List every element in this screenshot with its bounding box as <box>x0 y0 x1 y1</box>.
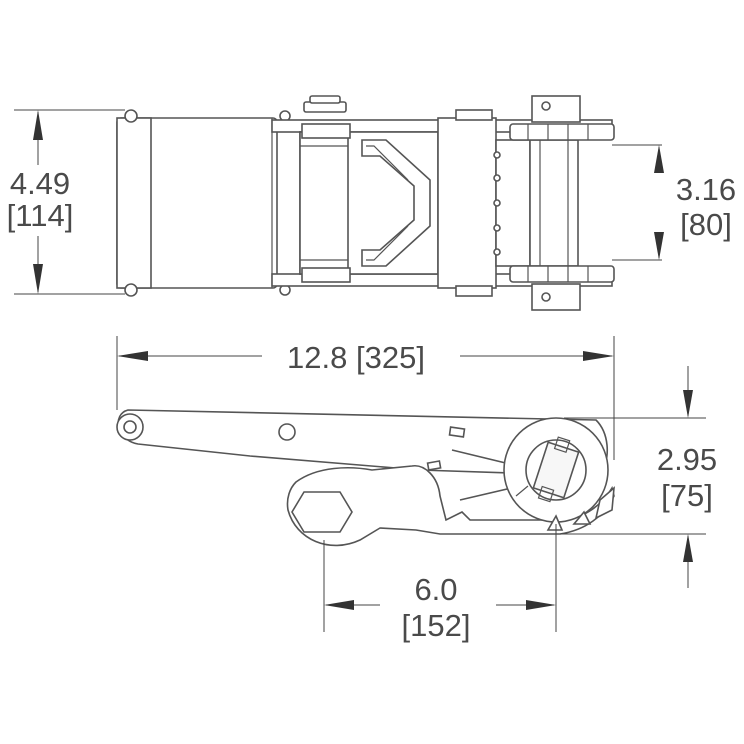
pin-spacing-metric: [152] <box>402 608 471 643</box>
frame-plate-right <box>437 117 497 289</box>
top-view <box>14 95 664 311</box>
release-lever-v <box>361 139 431 267</box>
overall-height-value: 4.49 <box>10 166 70 201</box>
spool-slot <box>532 441 580 499</box>
hex-nut <box>291 491 353 533</box>
overall-height-metric: [114] <box>7 198 74 233</box>
handle-grip-bar <box>116 117 152 289</box>
side-height-metric: [75] <box>661 478 713 513</box>
handle-hole <box>278 423 296 441</box>
spool-gear-bottom <box>509 265 615 283</box>
side-height-value: 2.95 <box>657 442 717 477</box>
spool-housing <box>495 139 531 267</box>
side-view <box>116 336 706 632</box>
pin-spacing-value: 6.0 <box>414 572 457 607</box>
overall-length-label: 12.8 [325] <box>287 340 425 375</box>
spool-gear-top <box>509 123 615 141</box>
webbing-width-value: 3.16 <box>676 172 736 207</box>
mount-tab-top <box>531 95 581 123</box>
mount-tab-bottom <box>531 283 581 311</box>
webbing-width-metric: [80] <box>680 207 732 242</box>
spool-drum <box>529 139 579 267</box>
